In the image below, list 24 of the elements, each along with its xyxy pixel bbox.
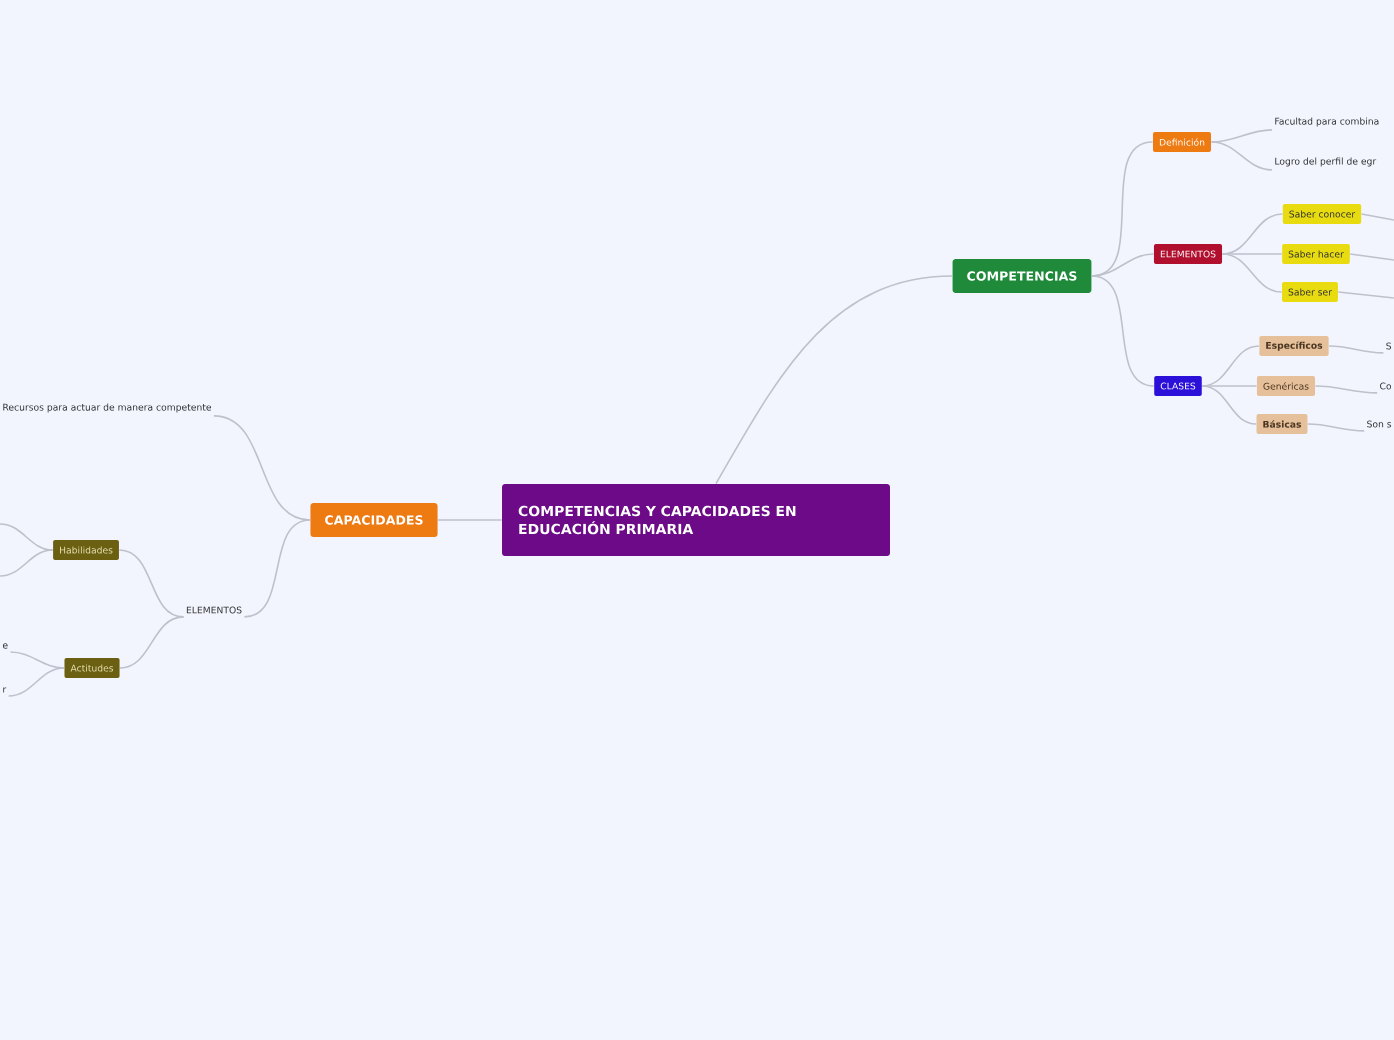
connector-line	[1210, 129, 1273, 143]
connector-line	[213, 415, 311, 521]
connector-line	[1349, 253, 1394, 261]
connector-line	[437, 519, 503, 521]
connector-line	[1221, 253, 1283, 293]
connector-line	[0, 523, 54, 551]
connector-line	[1314, 385, 1378, 394]
connector-line	[1091, 253, 1155, 277]
connector-line	[243, 519, 311, 618]
connector-line	[1210, 141, 1273, 171]
connector-line	[118, 549, 185, 618]
connector-line	[0, 549, 54, 577]
connector-line	[1221, 253, 1283, 255]
connector-line	[1091, 275, 1155, 387]
connector-line	[119, 616, 185, 669]
connector-line	[715, 275, 953, 485]
connector-line	[7, 667, 65, 697]
connector-line	[1337, 291, 1394, 299]
connector-line	[1360, 213, 1394, 221]
connector-line	[1307, 423, 1365, 432]
connector-line	[9, 651, 65, 669]
connector-line	[1201, 385, 1257, 425]
connector-line	[1328, 345, 1385, 354]
connector-line	[1201, 385, 1258, 387]
